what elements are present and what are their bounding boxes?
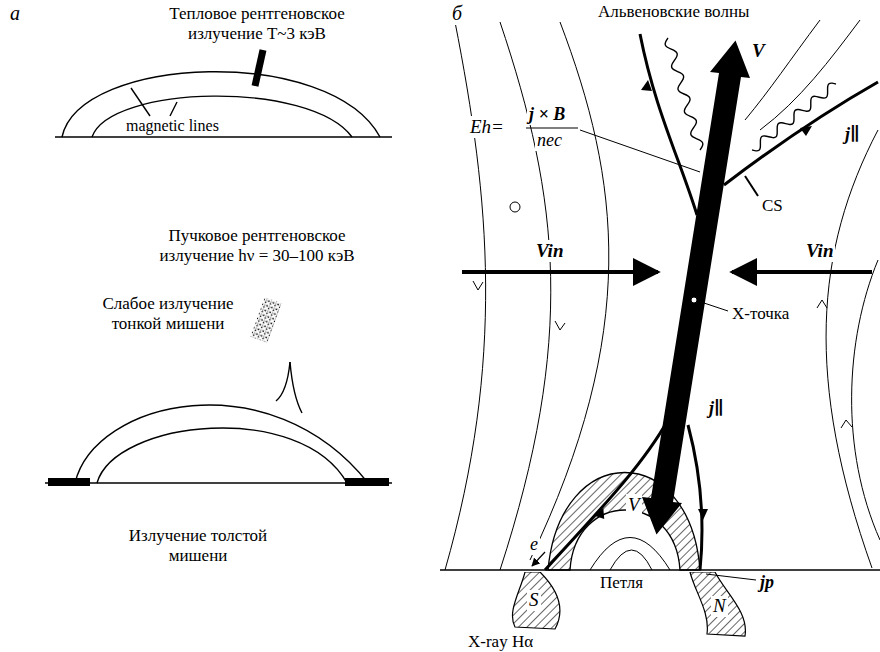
current-arrow — [698, 509, 708, 520]
footpoint-outline — [512, 572, 559, 629]
figure-label: e — [528, 534, 540, 555]
magnetic-line — [92, 96, 352, 137]
thermal-loop — [55, 72, 392, 137]
polarity-letter: N — [711, 596, 728, 617]
figure-label: j × B — [527, 104, 567, 125]
cusp-line — [290, 362, 302, 413]
alfven-wave — [752, 83, 836, 151]
figure-label: nec — [535, 130, 564, 151]
flare-loop — [548, 473, 700, 571]
current-arrow — [593, 508, 605, 521]
figure-label: X-точка — [730, 304, 791, 324]
field-arrow — [473, 281, 483, 290]
figure-label: а — [8, 2, 22, 25]
field-arrow — [817, 300, 827, 308]
footpoint-source — [345, 478, 389, 486]
figure-label: jp — [758, 572, 776, 593]
figure-label: V — [750, 40, 767, 62]
separatrix — [545, 420, 668, 570]
alfven-wave — [665, 38, 703, 150]
leader-line — [580, 130, 700, 172]
field-line — [745, 20, 820, 120]
figure-label: Излучение толстой мишени — [106, 526, 290, 565]
figure-label: Петля — [598, 573, 645, 593]
separatrix — [640, 34, 697, 215]
separatrices — [545, 34, 878, 570]
current-sheet — [642, 41, 750, 535]
figure-label: Vin — [804, 240, 835, 262]
thermal-source — [255, 50, 263, 86]
inflow-arrow — [462, 270, 658, 274]
field-line — [445, 22, 486, 570]
x-point — [691, 297, 697, 303]
leader-line — [745, 176, 758, 196]
fraction-bar — [526, 127, 578, 128]
figure-label: X-ray Hα — [466, 632, 535, 652]
current-arrow — [641, 80, 652, 91]
current-arrow — [800, 126, 812, 136]
thin-target-source — [250, 297, 281, 343]
field-arrow — [555, 321, 565, 330]
magnetic-line — [62, 72, 380, 137]
figure-label: Альвеновские волны — [596, 2, 751, 22]
figure-label: Пучковое рентгеновское излучение hν = 30… — [135, 226, 379, 265]
figure-label: Vin — [534, 240, 565, 262]
polarity-letter: S — [527, 590, 541, 611]
magnetic-line — [75, 405, 368, 483]
footpoint-source — [48, 478, 90, 486]
figure-label: Слабое излучение тонкой мишени — [88, 294, 248, 333]
figure-label: Eh= — [468, 116, 506, 138]
leader-line — [698, 301, 728, 311]
photosphere-line — [55, 136, 392, 137]
leader-line — [131, 88, 150, 116]
field-arrow — [841, 420, 852, 428]
figure-label: Тепловое рентгеновское излучение T~3 кэВ — [148, 4, 366, 43]
field-line — [852, 260, 880, 540]
leader-line — [170, 102, 177, 116]
loop-line — [610, 550, 652, 570]
footpoint-outline — [690, 572, 745, 636]
footpoint-region: N — [685, 572, 751, 638]
figure-label: CS — [760, 196, 785, 216]
loop-line — [590, 538, 670, 571]
figure-label: V — [626, 494, 642, 516]
magnetic-line — [97, 428, 347, 483]
figure-label: j∥ — [843, 124, 862, 145]
field-lines — [445, 20, 880, 570]
alfven-waves — [665, 38, 836, 151]
field-symbol — [510, 202, 520, 212]
field-line — [760, 20, 860, 130]
separatrix — [688, 425, 702, 570]
beam-loop — [45, 362, 392, 483]
figure-label: j∥ — [707, 398, 726, 419]
cusp-line — [276, 362, 290, 401]
field-line — [826, 130, 878, 568]
photosphere-line — [440, 569, 880, 570]
figure-label: б — [450, 2, 464, 25]
footpoint-region: S — [505, 572, 570, 630]
separatrix — [724, 82, 878, 185]
inflow-arrow — [732, 270, 872, 274]
figure-label: magnetic lines — [124, 117, 221, 135]
